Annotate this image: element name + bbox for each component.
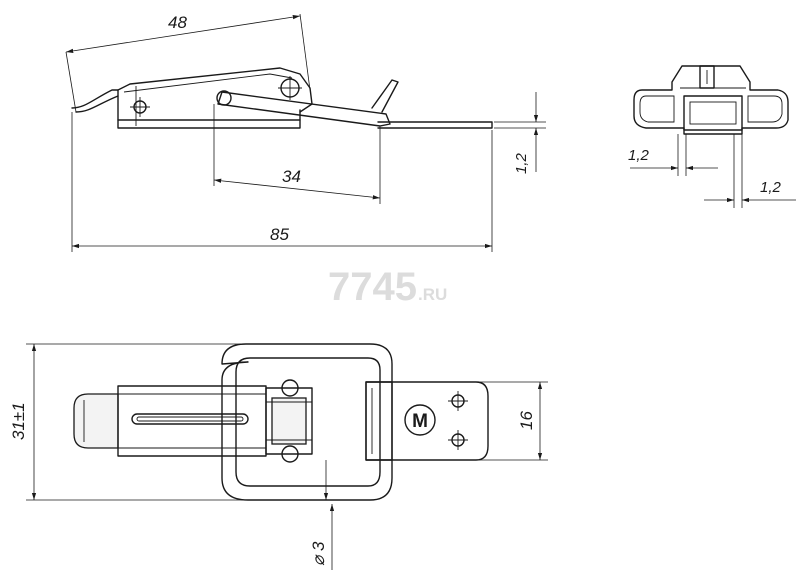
dim-plate-thickness: 1,2: [494, 92, 546, 174]
top-wire-loop-inner: [235, 357, 381, 487]
dim-side-gap-right: 1,2: [704, 134, 796, 208]
watermark: 7745 .RU: [328, 265, 447, 309]
top-hinge: [265, 387, 313, 455]
end-center-slot-inner: [689, 101, 737, 125]
top-catch-hole-2: [448, 430, 468, 450]
top-hinge-block: [271, 397, 307, 445]
dimline-48: [65, 14, 301, 54]
ext-48-right: [299, 13, 311, 91]
dim-16-label: 16: [517, 411, 536, 430]
dim-side-gap-left: 1,2: [628, 134, 718, 176]
watermark-suffix: .RU: [418, 285, 447, 304]
dim-top-length: 48: [65, 13, 311, 113]
dim-diameter-label: ⌀ 3: [309, 541, 328, 566]
top-lever-slot: [131, 413, 249, 425]
end-inner-body-right: [747, 95, 783, 123]
dim-hinge-span: 34: [213, 104, 381, 204]
side-strike-plate: [377, 121, 493, 129]
top-hinge-pin-top: [281, 379, 299, 397]
side-hook: [371, 79, 399, 113]
dim-34-label: 34: [282, 167, 301, 186]
dim-48-label: 48: [168, 13, 187, 32]
end-inner-body: [639, 95, 675, 123]
side-housing-inner: [123, 73, 293, 93]
top-view: M: [73, 343, 489, 501]
ext-48-left: [65, 51, 77, 113]
dim-gap-right-label: 1,2: [760, 179, 782, 196]
dim-gap-left-label: 1,2: [628, 147, 650, 164]
dim-hole-diameter: ⌀ 3: [309, 460, 335, 570]
logo-mark: M: [412, 411, 428, 432]
dim-31-label: 31±1: [9, 402, 28, 440]
logo-ring: [404, 404, 436, 436]
end-outer-body: [633, 65, 789, 135]
top-handle-end: [73, 393, 119, 449]
side-base-plate-inner: [75, 95, 119, 113]
top-hinge-pin-bottom: [281, 445, 299, 463]
side-base-plate: [71, 89, 301, 129]
dim-thickness-label: 1,2: [513, 152, 530, 174]
watermark-main: 7745: [328, 265, 417, 309]
side-housing: [117, 67, 313, 113]
top-catch-bracket: [365, 381, 393, 461]
dim-plate-width: 16: [476, 381, 548, 461]
top-catch-hole-1: [448, 391, 468, 411]
dim-85-label: 85: [270, 225, 289, 244]
dim-overall-width: 31±1: [9, 343, 246, 501]
end-view: [633, 65, 789, 135]
manufacturer-logo: M: [404, 404, 436, 436]
side-view: [71, 67, 493, 129]
dim-overall-length: 85: [71, 112, 493, 252]
dimline-34: [213, 178, 381, 200]
end-center-slot: [683, 95, 743, 131]
top-lever-slot-inner: [136, 416, 244, 422]
side-lever-pivot: [216, 90, 232, 106]
